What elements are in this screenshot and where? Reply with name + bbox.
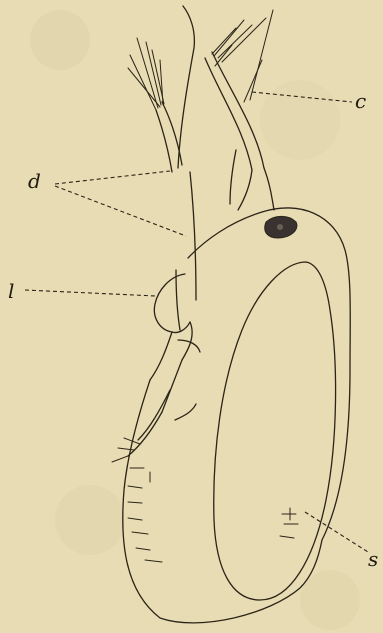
posterior-lines — [280, 508, 298, 538]
neck — [230, 150, 274, 210]
right-antenna — [205, 10, 273, 170]
leader-l — [25, 290, 156, 296]
label-l: l — [8, 279, 14, 303]
head-outline — [176, 208, 350, 540]
labrum — [150, 274, 190, 380]
thoracic-legs — [128, 468, 162, 562]
carapace — [214, 262, 336, 600]
leader-s — [305, 512, 368, 552]
left-antenna — [128, 38, 182, 172]
label-c: c — [355, 89, 366, 113]
left-stalk — [178, 6, 196, 300]
leader-d-lower — [55, 186, 186, 236]
eye — [265, 216, 297, 238]
label-d: d — [28, 169, 41, 193]
mouthparts — [112, 322, 200, 462]
leader-d-upper — [55, 171, 170, 184]
ventral-outline — [123, 380, 322, 623]
leader-lines — [25, 92, 368, 552]
paper-texture — [30, 10, 360, 630]
label-s: s — [368, 547, 378, 571]
